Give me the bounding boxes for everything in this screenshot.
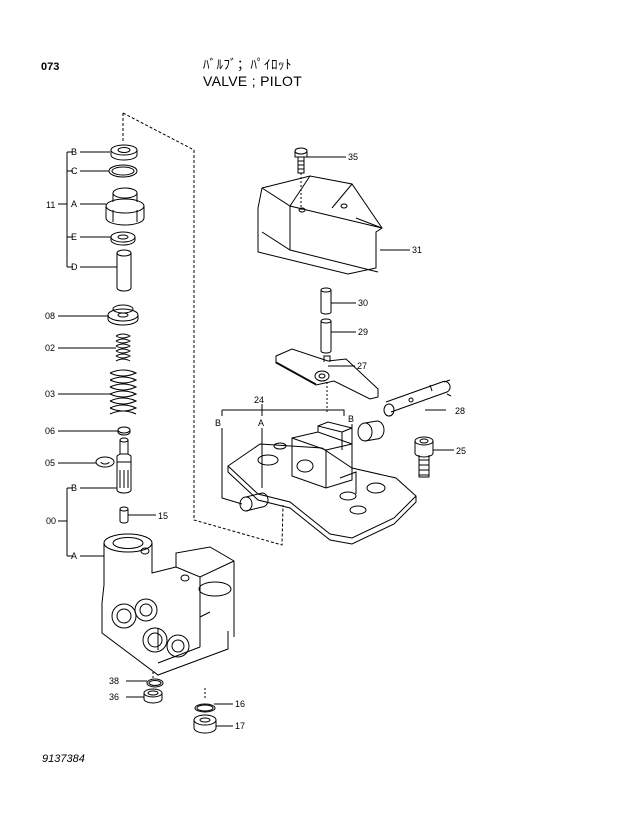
part-31-cover: [257, 175, 383, 275]
part-35-screw: [294, 147, 308, 210]
part-15-pin: [119, 506, 129, 524]
leader-lines: [58, 151, 454, 727]
label-29: 29: [358, 327, 368, 337]
part-30-pin: [320, 287, 332, 315]
part-25-bolt: [414, 436, 434, 478]
label-35: 35: [348, 152, 358, 162]
label-28: 28: [455, 406, 465, 416]
label-B-top: B: [71, 147, 77, 157]
label-08: 08: [45, 311, 55, 321]
label-B-00: B: [71, 483, 77, 493]
part-bushing: [357, 420, 385, 442]
part-17-plug: [193, 714, 217, 734]
part-08-seat: [107, 304, 139, 326]
page-number: 073: [41, 61, 60, 73]
label-C: C: [71, 166, 78, 176]
part-38-o-ring: [146, 678, 164, 688]
label-38: 38: [109, 676, 119, 686]
part-A-housing: [105, 187, 145, 226]
label-25: 25: [456, 446, 466, 456]
part-E-washer: [110, 231, 136, 246]
label-16: 16: [235, 699, 245, 709]
part-06-washer: [117, 426, 131, 436]
label-11: 11: [46, 200, 55, 210]
part-27-lever: [275, 348, 379, 412]
part-36-plug: [143, 688, 163, 704]
part-D-plunger: [116, 249, 132, 292]
label-17: 17: [235, 721, 245, 731]
part-A-valve-body: [101, 533, 235, 676]
part-24-plate: [227, 421, 417, 545]
label-D: D: [71, 262, 78, 272]
part-stopper-pin: [239, 492, 269, 512]
label-05: 05: [45, 458, 55, 468]
label-00: 00: [46, 516, 56, 526]
part-28-shaft: [383, 379, 452, 417]
label-A-11: A: [71, 199, 77, 209]
label-02: 02: [45, 343, 55, 353]
part-C-o-ring: [108, 164, 138, 178]
label-36: 36: [109, 692, 119, 702]
title-japanese: ﾊﾞﾙﾌﾞ；ﾊﾟｲﾛｯﾄ: [203, 57, 293, 72]
callout-labels: 11 B C A E D 08 02 03 06 05 00 B A 15 35…: [45, 147, 466, 731]
label-A-00: A: [71, 551, 77, 561]
label-B-24: B: [215, 418, 221, 428]
label-B-right: B: [348, 414, 354, 424]
drawing-code: 9137384: [42, 753, 85, 765]
part-29-pin: [320, 318, 332, 354]
part-16-o-ring: [194, 703, 216, 713]
connection-line: [122, 112, 284, 546]
part-05-clip: [95, 456, 115, 468]
label-E: E: [71, 232, 77, 242]
part-B-spool: [116, 437, 132, 494]
label-31: 31: [412, 245, 422, 255]
label-A-24: A: [258, 418, 264, 428]
label-03: 03: [45, 389, 55, 399]
part-B-cap: [110, 144, 138, 161]
label-15: 15: [158, 511, 168, 521]
part-03-spring: [109, 369, 138, 415]
part-02-spring: [115, 333, 132, 362]
label-06: 06: [45, 426, 55, 436]
label-27: 27: [357, 361, 367, 371]
label-24: 24: [254, 395, 264, 405]
label-30: 30: [358, 298, 368, 308]
title-english: VALVE ; PILOT: [203, 73, 303, 89]
